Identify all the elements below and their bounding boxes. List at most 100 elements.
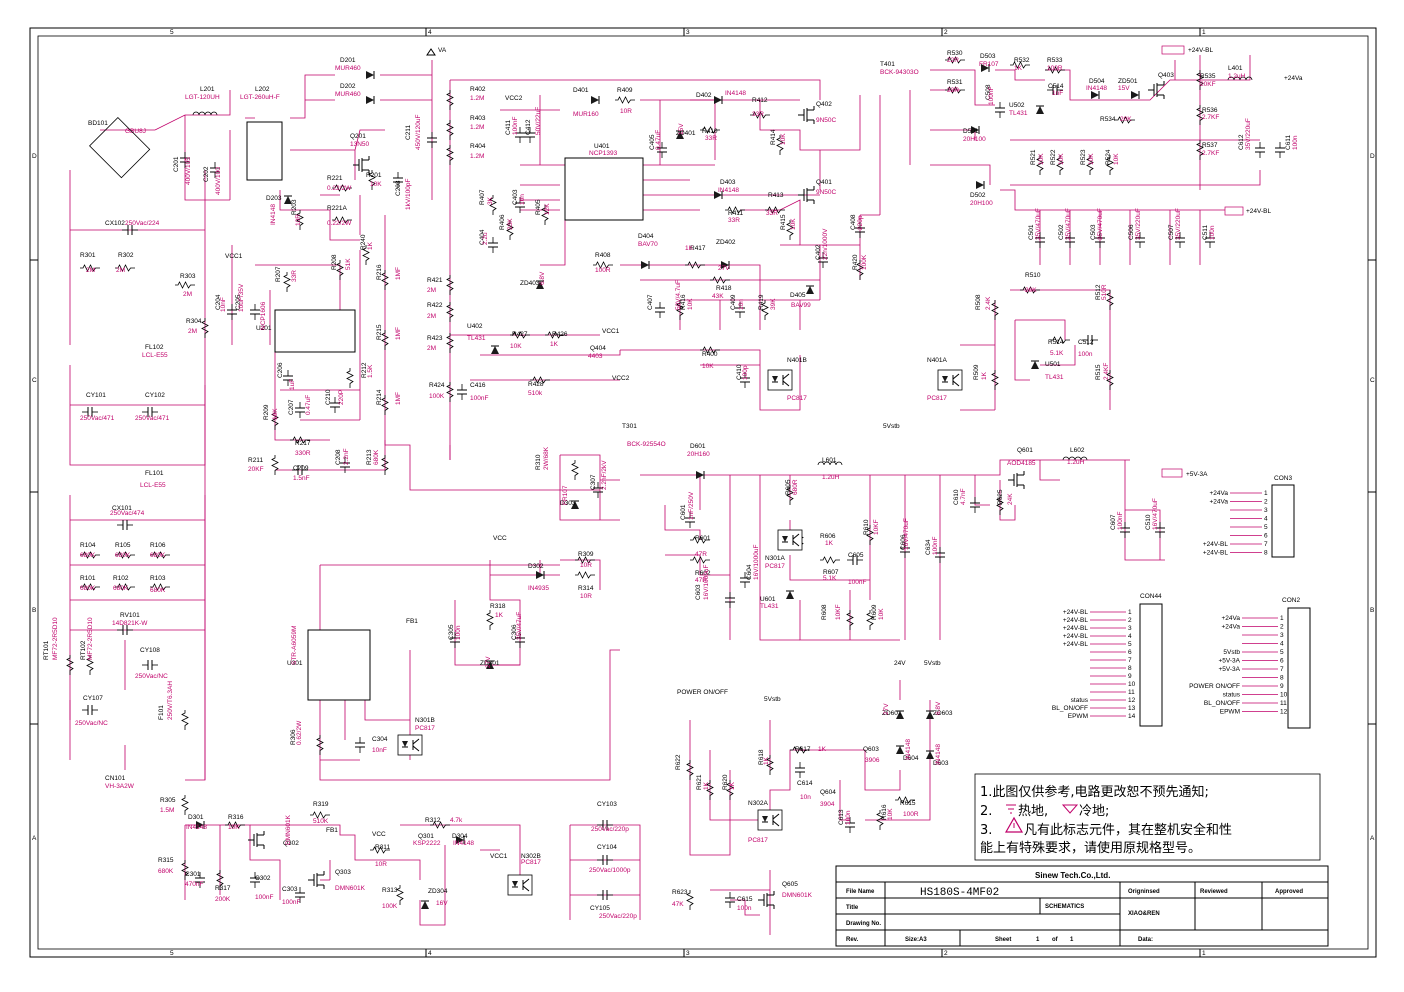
value-c303: 100nF (282, 899, 300, 906)
value-r405: 12K (544, 203, 551, 215)
value-r510: 20K (1025, 287, 1037, 294)
ref-r418: R418 (716, 285, 732, 292)
value-r415: 10K (790, 218, 797, 230)
con44-signal-12: status (1071, 697, 1089, 704)
ref-r610: R610 (863, 519, 870, 535)
value-f101: 250V/T6.3AH (167, 681, 174, 720)
title-value: SCHEMATICS (1045, 904, 1084, 910)
value-cy105: 250Vac/220p (599, 913, 637, 920)
value-r201: 10K (370, 181, 382, 188)
ref-q301: Q301 (418, 833, 434, 840)
ref-d304: D304 (452, 833, 468, 840)
col-label-3-bottom: 3 (686, 950, 690, 957)
con44-name: CON44 (1140, 593, 1162, 600)
ref-c202: C202 (203, 166, 210, 182)
value-c612: 35V/220uF (1245, 118, 1252, 150)
value-d203: IN4148 (270, 204, 277, 225)
value-r240: 1K (367, 241, 374, 250)
value-r316: 10K (228, 824, 240, 831)
ref-d405: D405 (790, 292, 806, 299)
con2-pin-10: 10 (1280, 692, 1288, 699)
value-rt101: MF72-2R5D10 (52, 617, 59, 660)
value-r312: 4.7k (450, 817, 463, 824)
connector-con44: CON44 1+24V-BL2+24V-BL3+24V-BL4+24V-BL5+… (1052, 593, 1163, 727)
value-r217: 330R (295, 450, 311, 457)
ref-r426: R426 (552, 331, 568, 338)
ref-r315: R315 (158, 857, 174, 864)
ref-zd401: ZD401 (676, 130, 696, 137)
value-d302: IN4935 (528, 585, 549, 592)
ref-zd403: ZD403 (520, 280, 540, 287)
value-d604: IN4148 (905, 739, 912, 760)
value-r605: 680R (792, 479, 799, 495)
value-d603: IN4148 (935, 744, 942, 765)
net-vcc2: VCC2 (505, 95, 523, 102)
value-r203: 10R (295, 214, 302, 226)
ref-q302: Q302 (283, 840, 299, 847)
col-label-5: 5 (170, 29, 174, 36)
value-r607: 5.1K (823, 575, 837, 582)
ref-r208: R208 (331, 254, 338, 270)
ref-c508: C508 (985, 84, 992, 100)
ref-r217: R217 (295, 440, 311, 447)
ref-r618: R618 (758, 749, 765, 765)
value-c603: 16V/1000uF (703, 565, 710, 600)
ref-r213: R213 (366, 449, 373, 465)
ref-c614: C614 (797, 780, 813, 787)
ref-rv101: RV101 (120, 612, 140, 619)
ref-r312: R312 (425, 817, 441, 824)
value-c209: 1.5nF (293, 475, 310, 482)
net-vcc2-llc: VCC2 (612, 375, 630, 382)
value-t301: BCK-92554O (627, 441, 666, 448)
value-r209: 10K (272, 408, 279, 420)
ref-c501: C501 (1028, 224, 1035, 240)
ref-c210: C210 (325, 389, 332, 405)
net-5v-3a: +5V-3A (1186, 471, 1208, 478)
ref-r400: R400 (702, 351, 718, 358)
value-r623: 47K (672, 901, 684, 908)
value-c405: 0.47uF (655, 130, 662, 150)
value-l202: LGT-260uH-F (240, 94, 280, 101)
component-q403: Q403 (1147, 72, 1174, 100)
ref-r305: R305 (160, 797, 176, 804)
con2-pin-1: 1 (1280, 615, 1284, 622)
ref-u201: U201 (256, 325, 272, 332)
ref-r514: R514 (1048, 339, 1064, 346)
ref-r616: R616 (881, 804, 888, 820)
ref-c204: C204 (215, 294, 222, 310)
value-r422: 2M (427, 313, 436, 320)
col-label-4: 4 (428, 29, 432, 36)
ref-r405: R405 (535, 199, 542, 215)
ref-r319: R319 (313, 801, 329, 808)
component-r622: R622 (675, 754, 694, 781)
ref-r306: R306 (290, 729, 297, 745)
ref-c206: C206 (277, 362, 284, 378)
value-r214: 1MF (395, 392, 402, 405)
value-r213: 680K (373, 449, 380, 465)
ref-bd101: BD101 (88, 120, 108, 127)
